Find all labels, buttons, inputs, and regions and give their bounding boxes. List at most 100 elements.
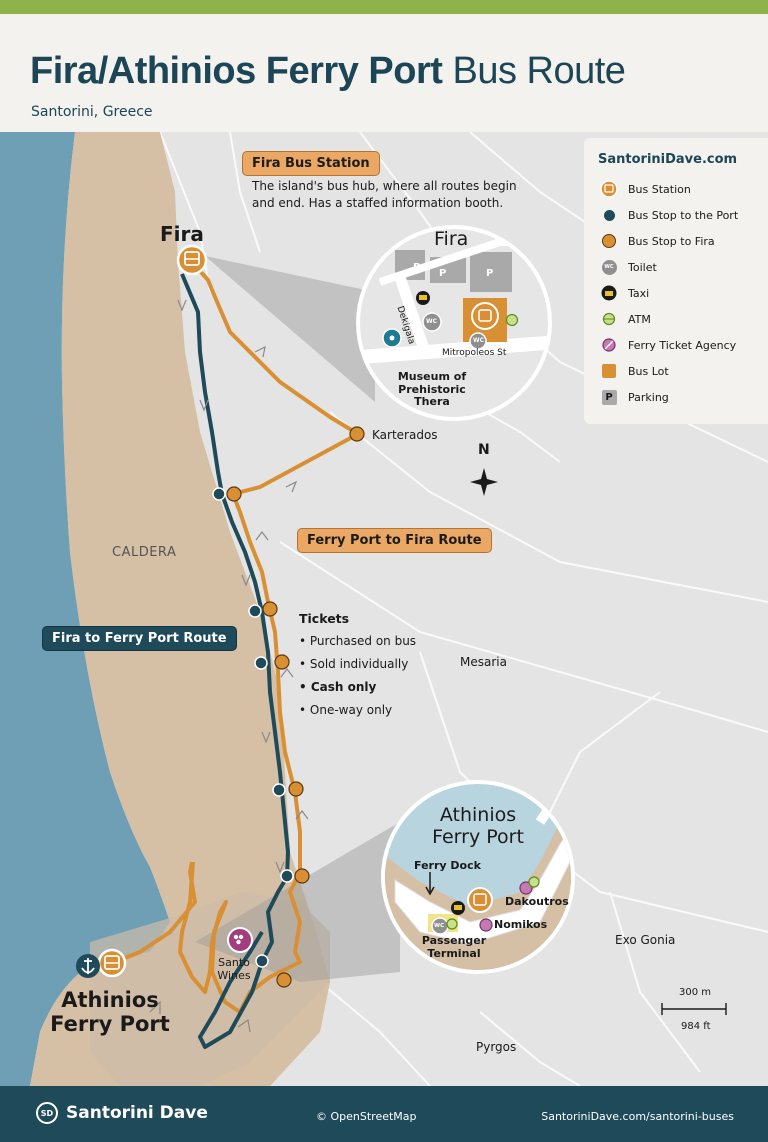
place-caldera: CALDERA bbox=[112, 545, 177, 560]
place-pyrgos: Pyrgos bbox=[476, 1040, 517, 1054]
footer-url-link[interactable]: SantoriniDave.com/santorini-buses bbox=[541, 1110, 734, 1123]
legend-label: Taxi bbox=[628, 286, 650, 300]
legend-item-toilet: WC Toilet bbox=[600, 258, 657, 276]
legend-item-bus-station: Bus Station bbox=[600, 180, 691, 198]
legend-label: Parking bbox=[628, 390, 669, 404]
legend-label: Bus Station bbox=[628, 182, 691, 196]
sea bbox=[0, 132, 170, 1086]
parking-p-3: P bbox=[486, 268, 494, 279]
title-bold: Fira/Athinios Ferry Port bbox=[30, 50, 443, 92]
ticket-item: • Sold individually bbox=[299, 657, 409, 671]
legend-label: Ferry Ticket Agency bbox=[628, 338, 737, 352]
passenger-terminal-label: Passenger Terminal bbox=[414, 934, 494, 960]
port-inset-title: Athinios Ferry Port bbox=[418, 804, 538, 848]
street-mitropoleos: Mitropoleos St bbox=[442, 348, 507, 358]
footer-credit[interactable]: © OpenStreetMap bbox=[316, 1110, 417, 1123]
taxi-icon bbox=[600, 284, 618, 302]
orange-route bbox=[114, 260, 360, 1014]
legend-item-stop-port: Bus Stop to the Port bbox=[600, 206, 738, 224]
museum-label: Museum of Prehistoric Thera bbox=[396, 370, 468, 409]
page-header: Fira/Athinios Ferry Port Bus Route Santo… bbox=[0, 14, 768, 133]
bus-lot-icon bbox=[600, 362, 618, 380]
fira-bus-station-icon bbox=[176, 244, 208, 276]
ticket-agency-icon bbox=[600, 336, 618, 354]
sd-logo-icon: SD bbox=[36, 1102, 58, 1124]
grape-icon bbox=[227, 927, 253, 953]
caldera-cliff bbox=[30, 132, 330, 1086]
top-accent-bar bbox=[0, 0, 768, 14]
place-fira: Fira bbox=[160, 222, 204, 246]
legend-label: ATM bbox=[628, 312, 651, 326]
desc-line-1: The island's bus hub, where all routes b… bbox=[252, 179, 517, 193]
bus-station-icon bbox=[600, 180, 618, 198]
wc-icon: WC bbox=[426, 318, 438, 325]
parking-icon: P bbox=[600, 388, 618, 406]
wc-icon: WC bbox=[473, 337, 485, 344]
legend-label: Bus Stop to Fira bbox=[628, 234, 715, 248]
santo-wines-line2: Wines bbox=[217, 969, 251, 982]
legend-item-bus-lot: Bus Lot bbox=[600, 362, 669, 380]
ticket-item: • One-way only bbox=[299, 703, 393, 717]
place-exo-gonia: Exo Gonia bbox=[615, 933, 676, 947]
fira-bus-station-description: The island's bus hub, where all routes b… bbox=[252, 178, 517, 212]
place-athinios-line2: Ferry Port bbox=[50, 1012, 170, 1036]
port-inset bbox=[381, 780, 575, 974]
callout-fira-to-ferry: Fira to Ferry Port Route bbox=[42, 626, 237, 651]
parking-p-1: P bbox=[413, 262, 421, 273]
tickets-heading: Tickets bbox=[299, 611, 350, 626]
legend-label: Bus Stop to the Port bbox=[628, 208, 739, 222]
fira-inset-cone bbox=[205, 256, 375, 402]
callout-ferry-to-fira: Ferry Port to Fira Route bbox=[297, 528, 492, 553]
museum-line2: Prehistoric bbox=[398, 382, 466, 396]
compass-icon bbox=[470, 468, 498, 496]
footer-brand[interactable]: SD Santorini Dave bbox=[36, 1102, 208, 1124]
teal-dot-icon bbox=[600, 206, 618, 224]
page-title: Fira/Athinios Ferry Port Bus Route bbox=[30, 50, 626, 93]
legend-title: SantoriniDave.com bbox=[598, 152, 738, 167]
place-mesaria: Mesaria bbox=[460, 655, 507, 669]
desc-line-2: and end. Has a staffed information booth… bbox=[252, 196, 504, 210]
title-light: Bus Route bbox=[452, 50, 626, 92]
museum-line3: Thera bbox=[414, 395, 450, 408]
orange-stops bbox=[226, 426, 365, 988]
legend-item-stop-fira: Bus Stop to Fira bbox=[600, 232, 715, 250]
scale-imperial: 984 ft bbox=[681, 1021, 711, 1032]
terminal-line1: Passenger bbox=[421, 934, 487, 947]
brand-name: Santorini Dave bbox=[66, 1103, 208, 1123]
ticket-item: • Purchased on bus bbox=[299, 634, 417, 648]
nomikos-label: Nomikos bbox=[494, 918, 548, 931]
atm-icon bbox=[600, 310, 618, 328]
tickets-info: Tickets • Purchased on bus • Sold indivi… bbox=[299, 607, 416, 722]
athinios-bus-station-icon bbox=[97, 948, 127, 978]
scale-bar bbox=[661, 1003, 727, 1015]
scale-metric: 300 m bbox=[679, 987, 712, 998]
place-athinios-line1: Athinios bbox=[61, 988, 159, 1012]
orange-dot-icon bbox=[600, 232, 618, 250]
legend-item-atm: ATM bbox=[600, 310, 651, 328]
parking-p-2: P bbox=[439, 268, 447, 279]
page-footer: SD Santorini Dave © OpenStreetMap Santor… bbox=[0, 1086, 768, 1142]
legend-label: Bus Lot bbox=[628, 364, 669, 378]
port-title-line2: Ferry Port bbox=[432, 826, 524, 848]
place-santo-wines: Santo Wines bbox=[214, 956, 254, 982]
teal-stops bbox=[212, 487, 294, 968]
place-karterados: Karterados bbox=[372, 428, 438, 442]
dakoutros-label: Dakoutros bbox=[505, 895, 569, 908]
museum-line1: Museum of bbox=[397, 370, 467, 383]
callout-fira-bus-station: Fira Bus Station bbox=[242, 151, 380, 176]
terminal-line2: Terminal bbox=[427, 947, 481, 960]
fira-inset-title: Fira bbox=[434, 228, 469, 250]
legend-item-taxi: Taxi bbox=[600, 284, 649, 302]
wc-icon: WC bbox=[434, 923, 445, 929]
map-legend: SantoriniDave.com Bus Station Bus Stop t… bbox=[584, 138, 768, 424]
anchor-icon bbox=[76, 954, 100, 978]
page-subtitle: Santorini, Greece bbox=[31, 104, 153, 120]
wc-icon: WC bbox=[600, 258, 618, 276]
compass-label: N bbox=[478, 442, 490, 458]
direction-arrows bbox=[149, 299, 309, 1033]
legend-item-ticket-agency: Ferry Ticket Agency bbox=[600, 336, 736, 354]
ticket-item: • Cash only bbox=[299, 680, 377, 694]
legend-label: Toilet bbox=[628, 260, 657, 274]
ferry-dock-label: Ferry Dock bbox=[414, 859, 481, 872]
santo-wines-line1: Santo bbox=[218, 956, 250, 969]
